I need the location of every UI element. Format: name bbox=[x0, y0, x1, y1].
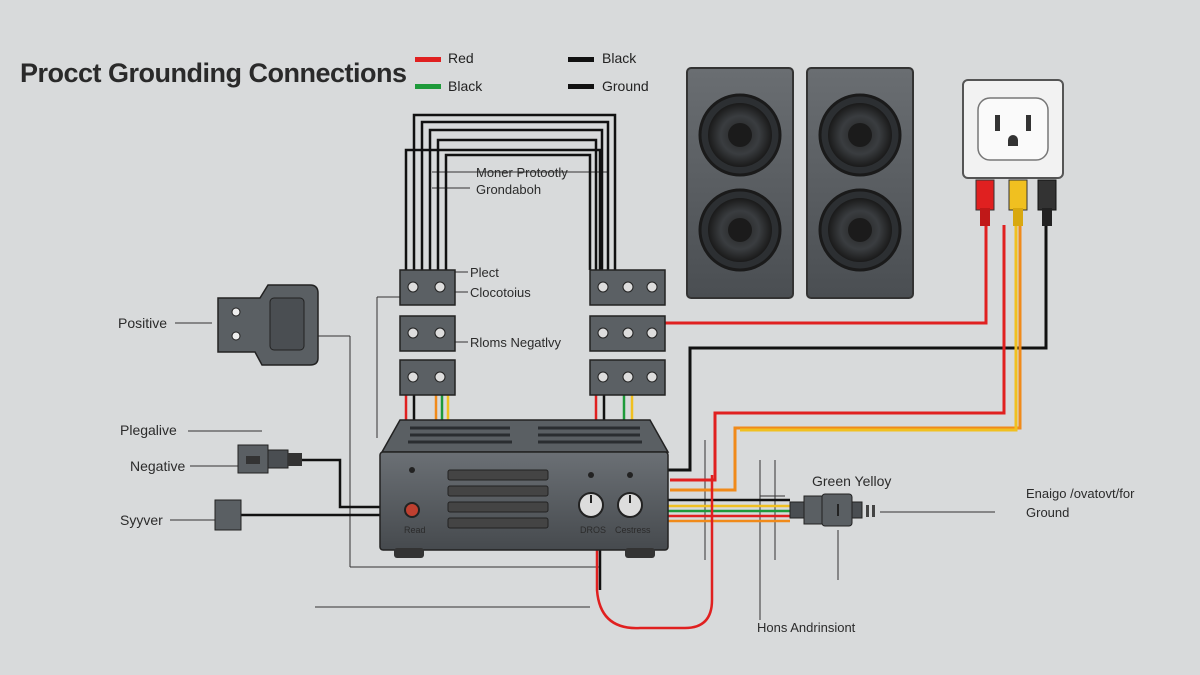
label-negative: Negative bbox=[130, 458, 186, 474]
outlet-wires bbox=[665, 225, 1048, 492]
legend-swatch-red bbox=[415, 57, 441, 62]
label-plect: Plect bbox=[470, 265, 499, 280]
label-grondaboh: Grondaboh bbox=[476, 182, 542, 197]
label-hons-andrinsiont: Hons Andrinsiont bbox=[757, 620, 856, 635]
label-amp-rca: Read bbox=[404, 525, 426, 535]
amplifier bbox=[379, 419, 670, 558]
terminal-blocks-left bbox=[399, 269, 456, 396]
label-knob-2: Cestress bbox=[615, 525, 651, 535]
syyver-connector bbox=[214, 499, 242, 531]
vertical-wire-bundle bbox=[404, 113, 617, 290]
ground-connector bbox=[789, 493, 875, 527]
label-ground-note-2: Ground bbox=[1026, 505, 1070, 520]
legend-label-green: Black bbox=[448, 78, 483, 94]
label-syyver: Syyver bbox=[120, 512, 163, 528]
legend-label-red: Red bbox=[448, 50, 474, 66]
label-rloms-negativy: Rloms Negatlvy bbox=[470, 335, 562, 350]
speaker-left bbox=[686, 67, 794, 299]
label-ground-note-1: Enaigo /ovatovt/for bbox=[1026, 486, 1135, 501]
legend-label-ground: Ground bbox=[602, 78, 649, 94]
label-moner-protootly: Moner Protootly bbox=[476, 165, 568, 180]
negative-connector bbox=[237, 444, 302, 474]
label-positive: Positive bbox=[118, 315, 168, 331]
legend-swatch-black bbox=[568, 57, 594, 62]
label-knob-1: DROS bbox=[580, 525, 607, 535]
label-plegalive: Plegalive bbox=[120, 422, 177, 438]
label-green-yelloy: Green Yelloy bbox=[812, 473, 892, 489]
ground-lead-wires bbox=[665, 498, 790, 523]
page-title: Procct Grounding Connections bbox=[20, 58, 407, 88]
power-adapter bbox=[217, 284, 319, 366]
wall-outlet bbox=[962, 79, 1064, 226]
legend-label-black: Black bbox=[602, 50, 637, 66]
left-cable-wires bbox=[240, 458, 380, 517]
terminal-blocks-right bbox=[589, 269, 666, 396]
red-lead-wire bbox=[595, 475, 714, 630]
label-clocotoius: Clocotoius bbox=[470, 285, 531, 300]
speaker-right bbox=[806, 67, 914, 299]
legend-swatch-ground bbox=[568, 84, 594, 89]
legend-swatch-green bbox=[415, 84, 441, 89]
